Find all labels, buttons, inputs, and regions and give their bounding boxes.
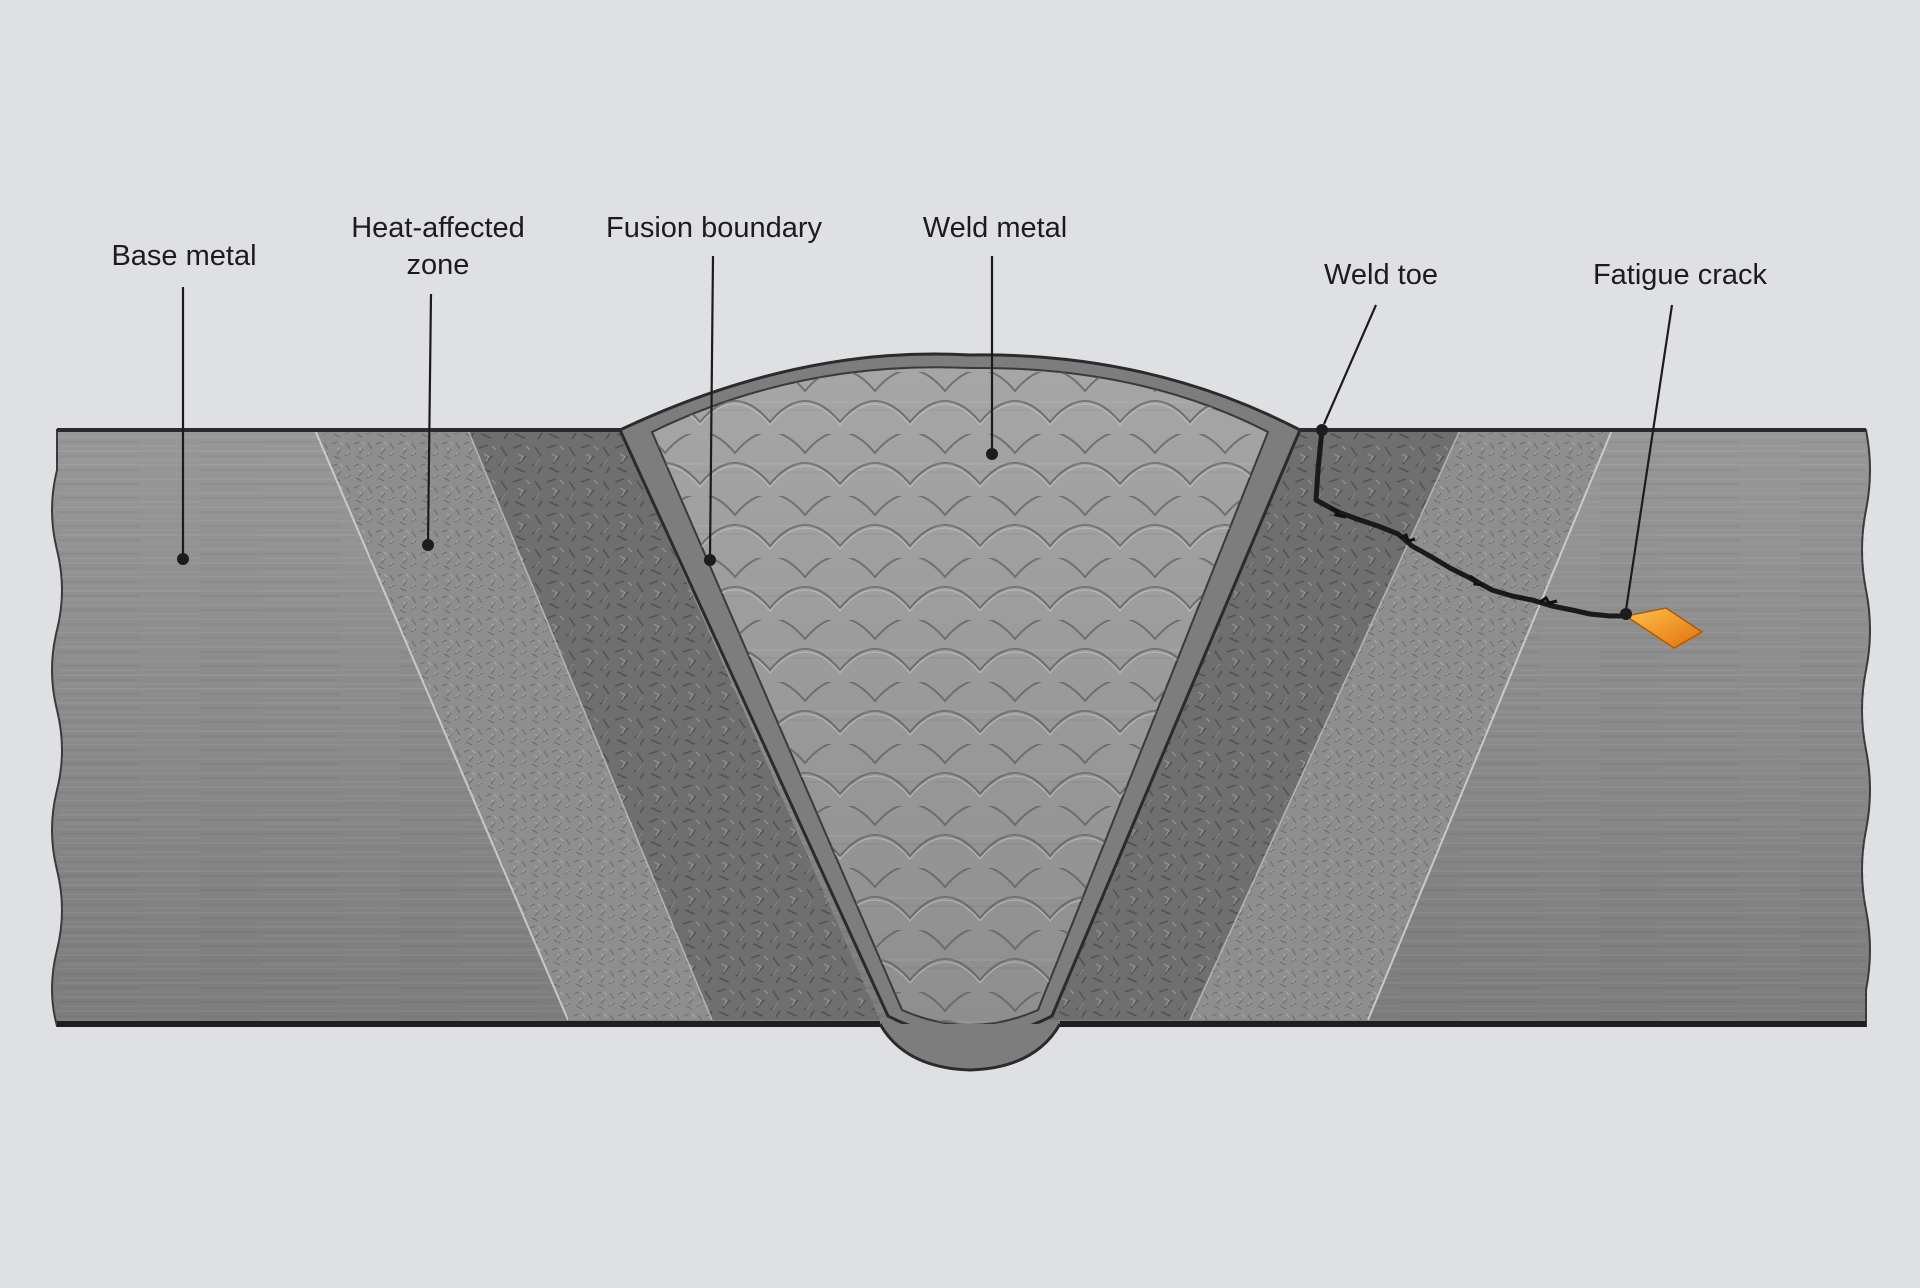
leader-fatigue-crack [1624, 304, 1674, 611]
leader-fusion-boundary [708, 255, 715, 559]
leader-lines [177, 255, 1674, 620]
fatigue-crack [1313, 429, 1704, 649]
haz-left-inner-texture [468, 430, 880, 1020]
heat-affected-zone-right [1040, 429, 1613, 1021]
haz-right-boundary-outer [1367, 429, 1613, 1021]
haz-left-outer-texture [315, 430, 712, 1020]
weld-toe-dot [1316, 424, 1328, 436]
weld-metal-ripples [652, 367, 1268, 1025]
label-fatigue-crack: Fatigue crack [1592, 259, 1768, 291]
haz-right-inner-texture [1040, 430, 1460, 1020]
leader-heat-affected-zone [426, 293, 433, 544]
haz-left-boundary-outer [314, 429, 569, 1021]
label-heat-affected-zone-line1: Heat-affected [351, 212, 525, 244]
label-base-metal: Base metal [111, 240, 257, 272]
leader-dot-weld-metal [986, 448, 998, 460]
fatigue-crack-path-wiggle [1329, 506, 1558, 605]
leader-dot-heat-affected-zone [422, 539, 434, 551]
haz-left-boundary-mid [467, 429, 713, 1021]
leader-dot-fatigue-crack [1620, 608, 1632, 620]
weld-root-bulge [878, 1023, 1062, 1072]
haz-right-outer-texture [1190, 430, 1612, 1020]
leader-dot-base-metal [177, 553, 189, 565]
label-heat-affected-zone: Heat-affected zone [351, 210, 525, 284]
label-weld-toe: Weld toe [1324, 259, 1438, 291]
label-fusion-boundary: Fusion boundary [605, 212, 823, 244]
label-heat-affected-zone-line2: zone [406, 249, 470, 281]
fatigue-crack-tip [1624, 607, 1704, 649]
leader-weld-toe [1322, 304, 1378, 425]
heat-affected-zone-left [314, 429, 880, 1021]
leader-dot-fusion-boundary [704, 554, 716, 566]
haz-right-boundary-mid [1189, 429, 1461, 1021]
label-weld-metal: Weld metal [922, 212, 1068, 244]
